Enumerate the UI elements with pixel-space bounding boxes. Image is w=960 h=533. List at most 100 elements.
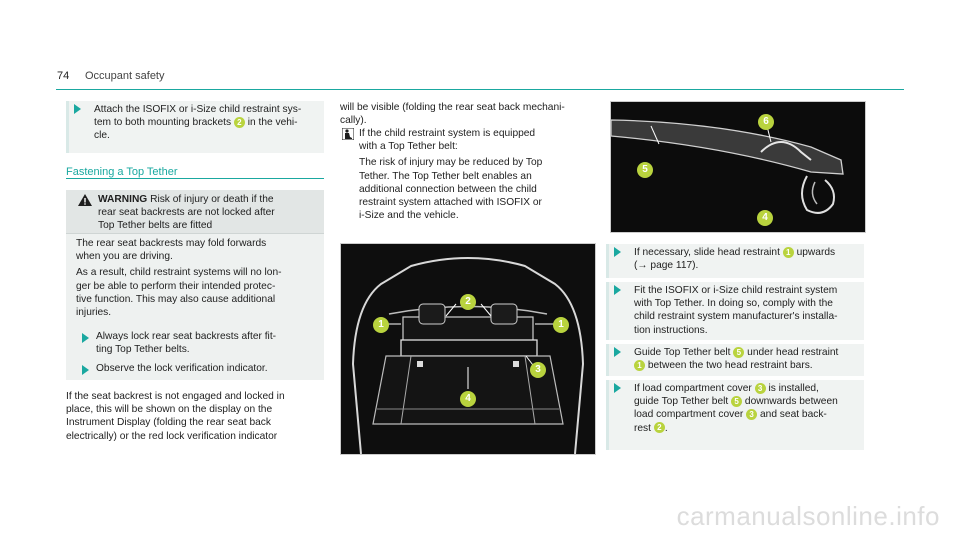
tether-figure: 6 5 4	[610, 101, 866, 233]
note-line: with a Top Tether belt:	[359, 141, 458, 153]
callout-6: 6	[758, 114, 774, 130]
callout-4: 4	[757, 210, 773, 226]
callout-1-right: 1	[553, 317, 569, 333]
callout-3: 3	[754, 382, 766, 394]
callout-3: 3	[746, 409, 758, 421]
step-slide-head-restraint: If necessary, slide head restraint 1 upw…	[606, 244, 864, 278]
note-line: Tether. The Top Tether belt enables an	[359, 170, 532, 182]
warning-header	[66, 190, 324, 233]
page-number: 74	[57, 70, 70, 82]
step-bar	[606, 282, 609, 340]
step-bar	[606, 344, 609, 376]
step-bar	[606, 244, 609, 278]
callout-5: 5	[637, 162, 653, 178]
callout-5: 5	[731, 396, 743, 408]
trunk-figure: 1 2 1 3 4	[340, 243, 596, 455]
note-line: i-Size and the vehicle.	[359, 210, 459, 222]
step-line: cle.	[94, 130, 110, 142]
callout-5: 5	[733, 346, 745, 358]
step-line: Guide Top Tether belt 5 under head restr…	[634, 346, 839, 358]
paragraph-continued: will be visible (folding the rear seat b…	[340, 101, 602, 127]
note-line: The risk of injury may be reduced by Top	[359, 157, 543, 169]
warning-body-line: injuries.	[76, 307, 112, 319]
warning-line: rear seat backrests are not locked after	[98, 207, 275, 219]
callout-1-left: 1	[373, 317, 389, 333]
callout-2: 2	[653, 422, 665, 434]
para-line: will be visible (folding the rear seat b…	[340, 102, 565, 113]
para-line: Instrument Display (folding the rear sea…	[66, 417, 271, 429]
callout-4: 4	[460, 391, 476, 407]
para-line: If the seat backrest is not engaged and …	[66, 391, 285, 402]
warning-header-text: WARNING Risk of injury or death if the r…	[98, 193, 318, 233]
note-line: additional connection between the child	[359, 183, 537, 195]
step-arrow-icon	[614, 285, 621, 295]
step-line: ting Top Tether belts.	[96, 344, 190, 356]
para-line: cally).	[340, 115, 367, 127]
step-bar	[606, 380, 609, 450]
watermark: carmanualsonline.info	[676, 500, 940, 531]
step-attach-isofix: Attach the ISOFIX or i-Size child restra…	[66, 101, 324, 153]
step-load-cover: If load compartment cover 3 is installed…	[606, 380, 864, 450]
section-rule	[66, 178, 324, 179]
section-title: Fastening a Top Tether	[66, 166, 178, 178]
step-line: tion instructions.	[634, 324, 708, 336]
step-text: Attach the ISOFIX or i-Size child restra…	[74, 103, 318, 143]
page-title: Occupant safety	[85, 70, 165, 82]
step-line: tem to both mounting brackets 2 in the v…	[94, 117, 298, 129]
para-line: electrically) or the red lock verificati…	[66, 430, 278, 442]
step-line: with Top Tether. In doing so, comply wit…	[634, 298, 833, 310]
step-bar	[66, 101, 69, 153]
header-rule	[56, 89, 904, 90]
para-line: place, this will be shown on the display…	[66, 404, 273, 416]
step-line: Attach the ISOFIX or i-Size child restra…	[94, 104, 302, 115]
step-fit-isofix: Fit the ISOFIX or i-Size child restraint…	[606, 282, 864, 340]
step-line: guide Top Tether belt 5 downwards betwee…	[634, 396, 838, 408]
step-line: Fit the ISOFIX or i-Size child restraint…	[634, 285, 838, 296]
warning-body-line: The rear seat backrests may fold forward…	[76, 238, 267, 249]
step-line: Observe the lock verification indicator.	[96, 363, 268, 374]
warning-body-line: ger be able to perform their intended pr…	[76, 280, 276, 292]
step-arrow-icon	[74, 104, 81, 114]
warning-body-line: tive function. This may also cause addit…	[76, 293, 276, 305]
callout-2: 2	[460, 294, 476, 310]
note-line: restraint system attached with ISOFIX or	[359, 197, 542, 209]
step-text: If necessary, slide head restraint 1 upw…	[614, 246, 858, 272]
step-line: load compartment cover 3 and seat back-	[634, 409, 827, 421]
callout-3: 3	[530, 362, 546, 378]
warning-body: The rear seat backrests may fold forward…	[76, 237, 316, 319]
callout-1: 1	[782, 246, 794, 258]
step-text: Fit the ISOFIX or i-Size child restraint…	[614, 284, 858, 337]
step-arrow-icon	[82, 365, 89, 375]
callout-1: 1	[634, 360, 645, 372]
step-line: If load compartment cover 3 is installed…	[634, 382, 819, 394]
note-top-tether: If the child restraint system is equippe…	[359, 127, 599, 222]
step-arrow-icon	[614, 347, 621, 357]
warning-line: Top Tether belts are fitted	[98, 220, 213, 232]
warning-label: WARNING	[98, 194, 148, 205]
step-arrow-icon	[614, 247, 621, 257]
step-text: If load compartment cover 3 is installed…	[614, 382, 858, 435]
step-line: Always lock rear seat backrests after fi…	[96, 331, 277, 342]
step-line: If necessary, slide head restraint 1 upw…	[634, 246, 836, 258]
step-guide-tether: Guide Top Tether belt 5 under head restr…	[606, 344, 864, 376]
child-seat-icon	[342, 128, 354, 140]
tether-illustration	[611, 102, 865, 232]
warning-step-lock: Always lock rear seat backrests after fi…	[76, 330, 316, 356]
trunk-illustration	[341, 244, 595, 454]
warning-line: Risk of injury or death if the	[150, 194, 274, 205]
warning-divider	[66, 233, 324, 234]
warning-triangle-icon	[78, 194, 92, 206]
warning-body-line: when you are driving.	[76, 251, 173, 263]
step-line: rest 2.	[634, 422, 668, 434]
step-line: 1 between the two head restraint bars.	[634, 359, 858, 372]
callout-2: 2	[233, 117, 245, 129]
step-text: Guide Top Tether belt 5 under head restr…	[614, 346, 858, 372]
step-line: (→ page 117).	[634, 260, 699, 272]
step-arrow-icon	[614, 383, 621, 393]
paragraph-lock-indicator: If the seat backrest is not engaged and …	[66, 390, 328, 443]
warning-step-observe: Observe the lock verification indicator.	[76, 362, 316, 375]
warning-body-line: As a result, child restraint systems wil…	[76, 267, 282, 279]
step-line: child restraint system manufacturer's in…	[634, 311, 838, 323]
step-arrow-icon	[82, 333, 89, 343]
note-line: If the child restraint system is equippe…	[359, 128, 536, 139]
